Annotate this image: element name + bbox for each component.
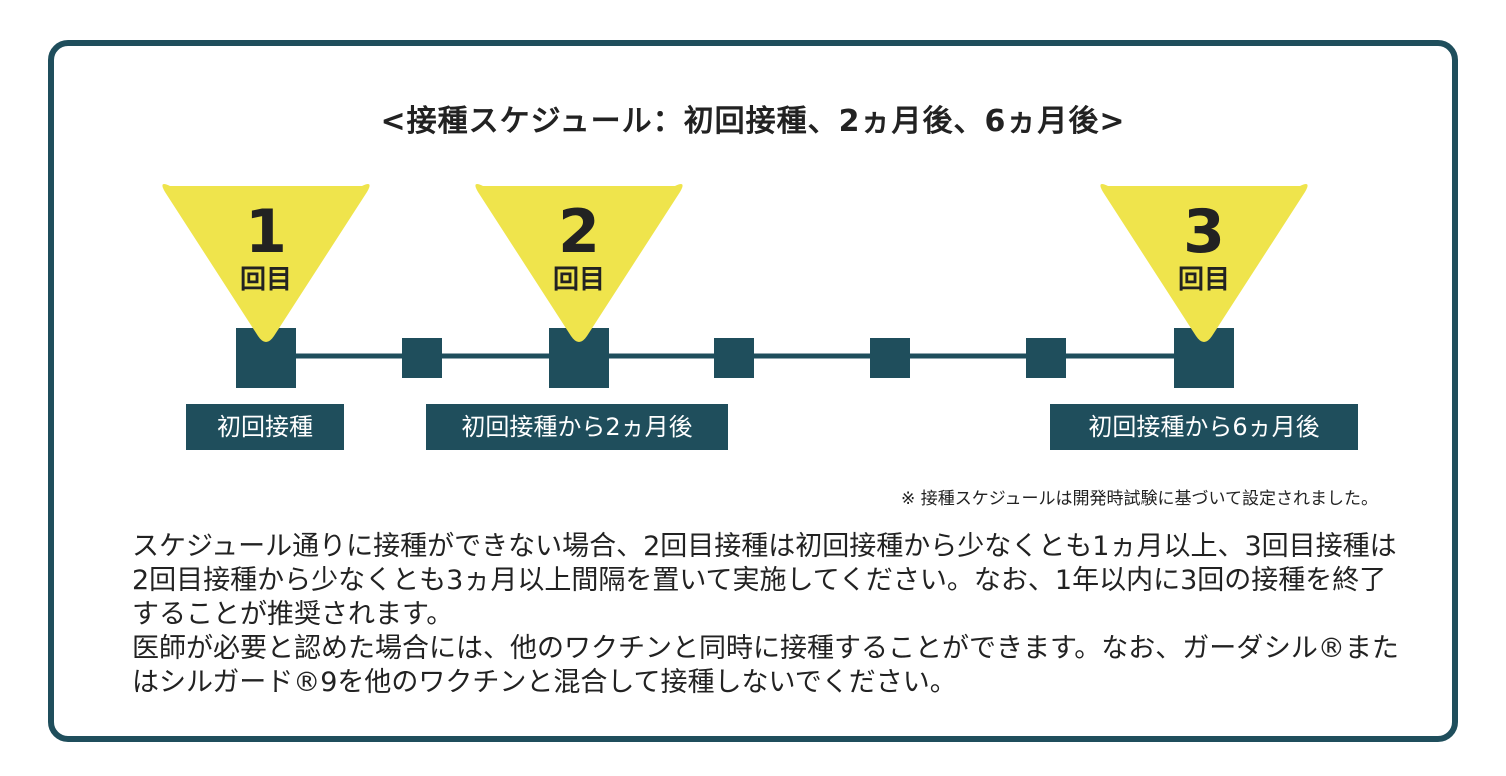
schedule-panel	[48, 40, 1458, 742]
schedule-footnote: ※ 接種スケジュールは開発時試験に基づいて設定されました。	[901, 489, 1378, 509]
dose-pin-1	[162, 184, 370, 342]
month-marker	[714, 338, 754, 378]
month-marker	[1026, 338, 1066, 378]
instructions-paragraph-1: スケジュール通りに接種ができない場合、2回目接種は初回接種から少なくとも1ヵ月以…	[132, 531, 1397, 630]
dose-unit-1: 回目	[240, 265, 292, 295]
month-marker	[402, 338, 442, 378]
dose-label-3: 初回接種から6ヵ月後	[1050, 404, 1358, 450]
dose-number-3: 3	[1183, 197, 1225, 267]
timeline-diagram: 1 回目 2 回目 3 回目	[162, 184, 1308, 388]
dose-unit-3: 回目	[1178, 265, 1230, 295]
instructions-paragraph-2: 医師が必要と認めた場合には、他のワクチンと同時に接種することができます。なお、ガ…	[132, 633, 1399, 698]
dose-label-2: 初回接種から2ヵ月後	[426, 404, 728, 450]
schedule-title: <接種スケジュール：初回接種、2ヵ月後、6ヵ月後>	[380, 104, 1126, 139]
dose-pin-3	[1100, 184, 1308, 342]
dose-number-2: 2	[558, 197, 600, 267]
dose-label-1: 初回接種	[186, 404, 344, 450]
instructions-text: スケジュール通りに接種ができない場合、2回目接種は初回接種から少なくとも1ヵ月以…	[132, 530, 1402, 700]
dose-number-1: 1	[245, 197, 287, 267]
dose-unit-2: 回目	[553, 265, 605, 295]
dose-pin-2	[475, 184, 683, 342]
month-marker	[870, 338, 910, 378]
